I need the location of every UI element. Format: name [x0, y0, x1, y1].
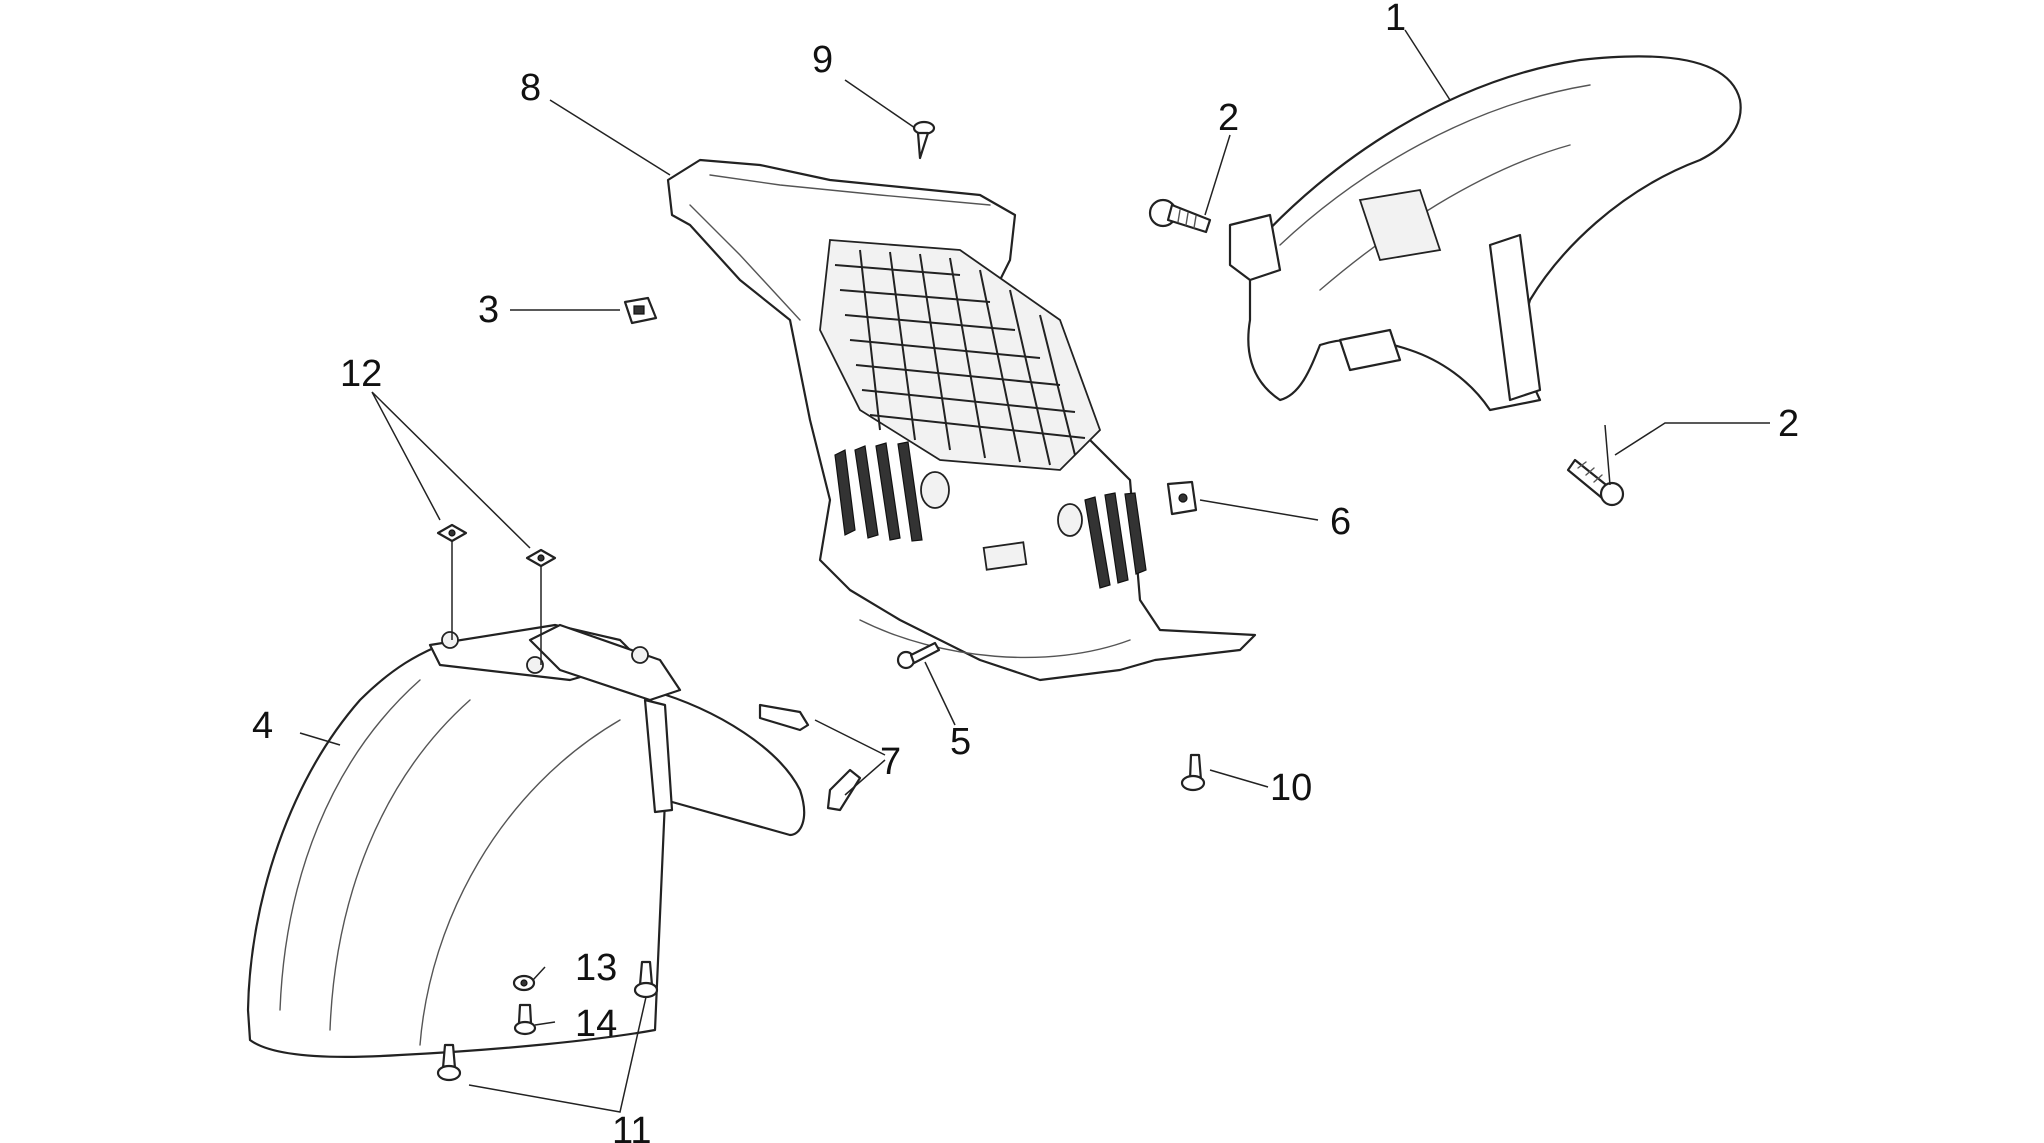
- callout-2-lower: 2: [1778, 403, 1799, 445]
- spring-clip-part: [1166, 480, 1198, 516]
- rear-mudguard-part: [1228, 55, 1742, 412]
- callout-labels: 1 2 2 3 4 5 6 7 8 9 10 11 12 13 14: [252, 0, 1799, 1143]
- shield-vent-left: [834, 441, 923, 542]
- washer-part: [512, 974, 536, 992]
- shield-screw-part: [912, 120, 936, 160]
- callout-2-upper: 2: [1218, 97, 1239, 139]
- flange-screw-part: [513, 1003, 537, 1036]
- callout-10: 10: [1270, 767, 1312, 809]
- mudguard-screw-right: [633, 960, 659, 999]
- callout-3: 3: [478, 289, 499, 331]
- front-mudguard-part: [246, 623, 806, 1058]
- shield-grille: [834, 249, 1086, 466]
- leader-lines: [299, 29, 1770, 1113]
- callout-12: 12: [340, 353, 382, 395]
- rear-mudguard-bolt-lower: [1566, 458, 1625, 507]
- speed-nut-right: [525, 548, 557, 665]
- callout-4: 4: [252, 705, 273, 747]
- callout-7: 7: [880, 741, 901, 783]
- mudguard-screw-left: [436, 1043, 462, 1082]
- callout-6: 6: [1330, 501, 1351, 543]
- wire-clip-lower: [826, 768, 862, 812]
- callout-9: 9: [812, 39, 833, 81]
- callout-1: 1: [1385, 0, 1406, 39]
- callout-8: 8: [520, 67, 541, 109]
- callout-14: 14: [575, 1003, 617, 1045]
- wire-clip-upper: [758, 703, 810, 732]
- speed-nut-left: [436, 523, 468, 640]
- inner-shield-part: [666, 158, 1257, 682]
- small-screw-part: [896, 641, 941, 670]
- rear-mudguard-bolt-upper: [1148, 198, 1212, 234]
- callout-5: 5: [950, 721, 971, 763]
- callout-13: 13: [575, 947, 617, 989]
- shield-vent-right: [1084, 492, 1147, 589]
- callout-11: 11: [612, 1110, 651, 1143]
- clip-nut-part: [623, 296, 658, 325]
- washer-screw-part: [1180, 753, 1206, 792]
